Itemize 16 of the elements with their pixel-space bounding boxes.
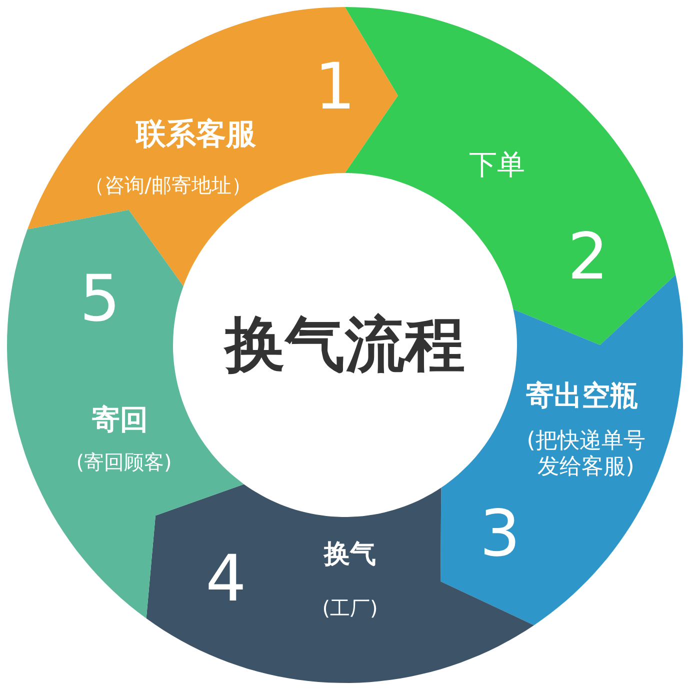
step-number: 3: [480, 496, 520, 574]
step-title: 联系客服: [136, 117, 256, 153]
step-number: 换气流程: [225, 309, 465, 381]
step-number: 1: [314, 50, 356, 126]
step-number: 2: [568, 220, 608, 296]
step-note: (工厂): [322, 596, 378, 620]
step-number: 5: [80, 262, 120, 338]
step-note: (寄回顾客): [76, 450, 172, 474]
step-note: 下单: [469, 148, 525, 182]
step-note: (把快递单号发给客服): [526, 428, 646, 482]
step-title: 寄回: [92, 403, 148, 437]
step-title: 寄出空瓶: [526, 379, 638, 413]
cycle-segment: [146, 484, 535, 683]
step-number: 4: [206, 542, 246, 618]
step-note: （咨询/邮寄地址）: [84, 173, 252, 197]
step-title: 换气: [324, 539, 376, 571]
